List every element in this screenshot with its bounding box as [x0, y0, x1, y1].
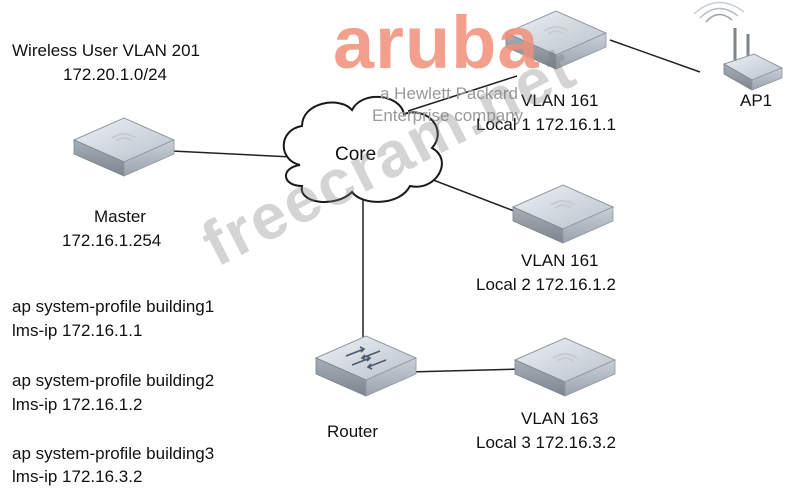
profile-building1-lms: lms-ip 172.16.1.1: [12, 321, 143, 340]
master-controller: [73, 117, 175, 177]
aruba-logo-subtitle-2: Enterprise company: [372, 106, 524, 125]
link-core-local1: [407, 75, 518, 112]
router: [314, 335, 418, 397]
local2-vlan-label: VLAN 161: [521, 251, 599, 270]
aruba-logo: aruba: [333, 1, 540, 84]
link-local1-ap: [609, 39, 701, 73]
link-master-core: [171, 150, 293, 158]
core-label: Core: [335, 144, 377, 165]
link-core-local2: [427, 177, 523, 215]
master-ip-label: 172.16.1.254: [62, 231, 162, 250]
profile-building2-lms: lms-ip 172.16.1.2: [12, 395, 143, 414]
profile-building2: ap system-profile building2: [12, 371, 215, 390]
profile-building1: ap system-profile building1: [12, 297, 215, 316]
master-label: Master: [94, 207, 146, 226]
aruba-logo-subtitle-1: a Hewlett Packard: [380, 84, 518, 103]
profile-building3: ap system-profile building3: [12, 444, 215, 463]
local2-controller: [512, 184, 614, 244]
ap1-label: AP1: [740, 91, 773, 110]
local1-ip-label: Local 1 172.16.1.1: [476, 115, 616, 134]
local3-controller: [514, 337, 616, 397]
local3-vlan-label: VLAN 163: [521, 409, 599, 428]
wireless-subnet-label: 172.20.1.0/24: [63, 65, 167, 84]
core-cloud: [282, 95, 443, 204]
router-label: Router: [327, 422, 379, 441]
wireless-vlan-label: Wireless User VLAN 201: [12, 41, 201, 60]
link-router-local3: [407, 368, 523, 373]
profile-building3-lms: lms-ip 172.16.3.2: [12, 467, 143, 486]
access-point: [693, 1, 784, 91]
local1-vlan-label: VLAN 161: [521, 91, 599, 110]
local2-ip-label: Local 2 172.16.1.2: [476, 275, 616, 294]
local3-ip-label: Local 3 172.16.3.2: [476, 433, 616, 452]
